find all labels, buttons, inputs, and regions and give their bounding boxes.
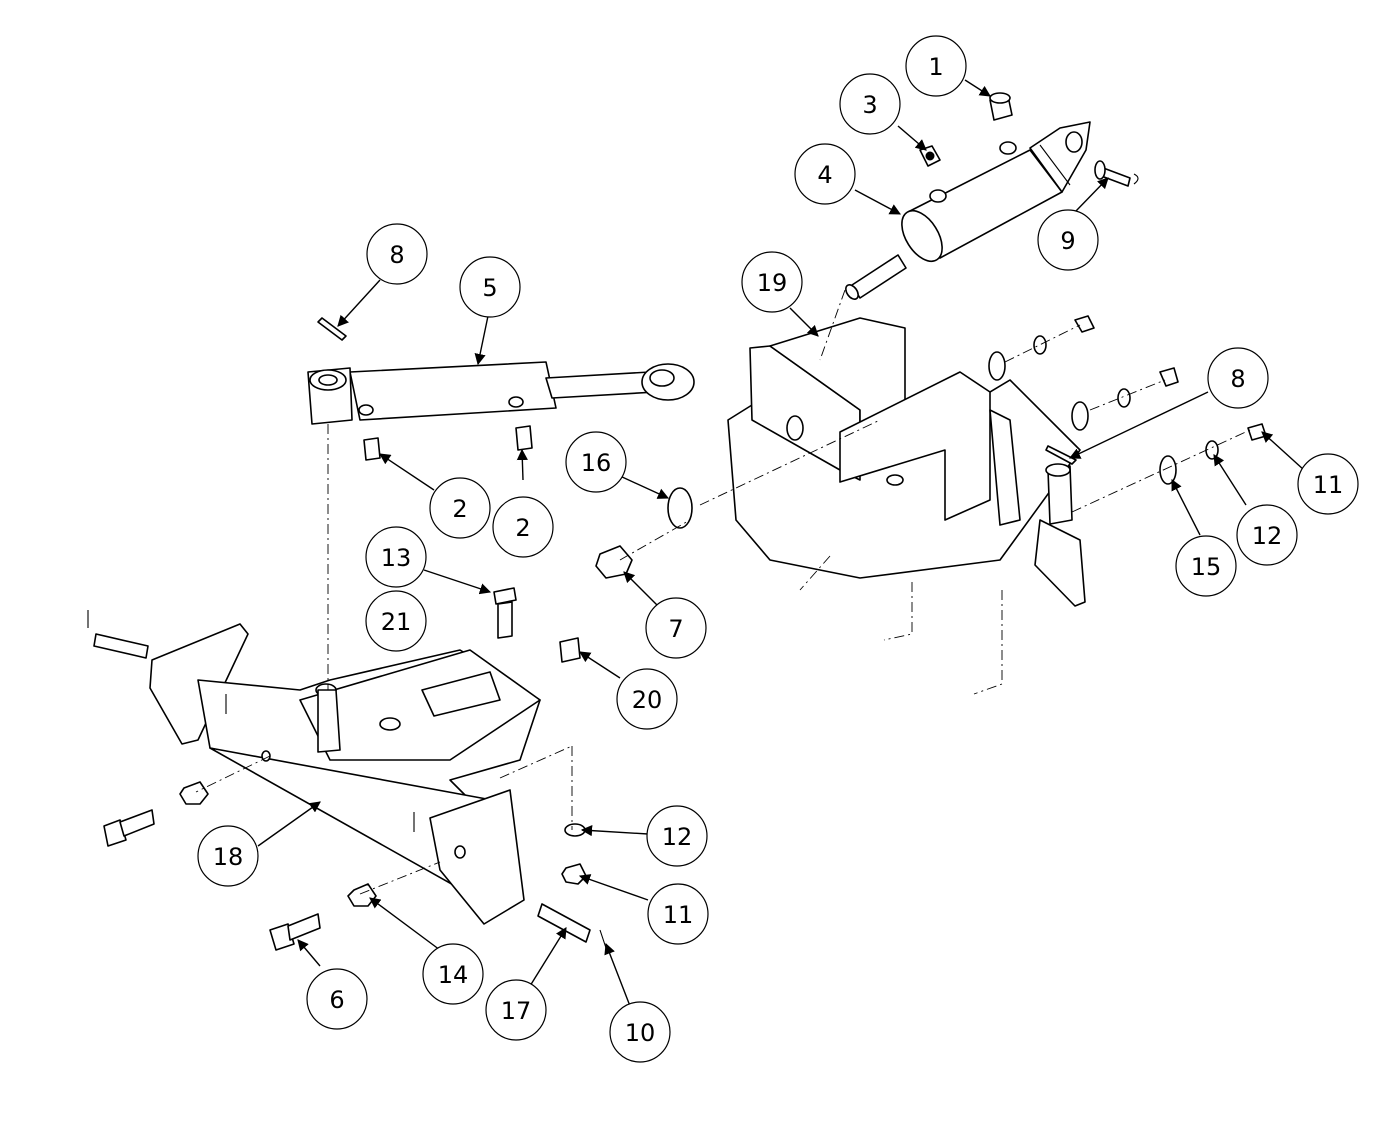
- balloon-circle: [422, 943, 484, 1005]
- balloon-7: 7: [645, 597, 707, 659]
- nuts-lower: [179, 781, 587, 907]
- pin-9: [1094, 160, 1139, 187]
- balloon-label: 2: [515, 514, 530, 542]
- balloon-label: 8: [1230, 365, 1245, 393]
- balloon-4: 4: [794, 143, 856, 205]
- frame-19: [727, 317, 1086, 607]
- spacer-20: [559, 637, 581, 663]
- balloon-circle: [647, 883, 709, 945]
- balloon-9: 9: [1037, 209, 1099, 271]
- balloon-15: 15: [1175, 535, 1237, 597]
- balloon-circle: [306, 968, 368, 1030]
- balloon-18: 18: [197, 825, 259, 887]
- balloon-12: 12: [646, 805, 708, 867]
- balloon-11: 11: [1297, 453, 1359, 515]
- balloon-circle: [645, 597, 707, 659]
- balloon-label: 11: [663, 901, 694, 929]
- balloon-label: 4: [817, 161, 832, 189]
- balloon-12: 12: [1236, 504, 1298, 566]
- balloon-circle: [1236, 504, 1298, 566]
- grease-fitting-3: [919, 145, 941, 167]
- balloon-circle: [429, 477, 491, 539]
- balloon-label: 12: [1252, 522, 1283, 550]
- lower-frame-18: [149, 623, 541, 925]
- balloon-circle: [609, 1001, 671, 1063]
- balloon-label: 19: [757, 269, 788, 297]
- balloon-13: 13: [365, 526, 427, 588]
- bolt-13: [493, 587, 517, 639]
- balloon-label: 2: [452, 495, 467, 523]
- balloon-label: 13: [381, 544, 412, 572]
- balloon-label: 5: [482, 274, 497, 302]
- balloon-circle: [1207, 347, 1269, 409]
- balloon-circle: [1297, 453, 1359, 515]
- balloon-8: 8: [1207, 347, 1269, 409]
- balloon-3: 3: [839, 73, 901, 135]
- balloon-10: 10: [609, 1001, 671, 1063]
- cotter-pin-8-left: [317, 317, 347, 341]
- balloon-label: 1: [928, 53, 943, 81]
- balloon-8: 8: [366, 223, 428, 285]
- hydraulic-cylinder-left: [307, 361, 695, 425]
- balloon-label: 12: [662, 823, 693, 851]
- balloon-label: 8: [389, 241, 404, 269]
- cotter-pin-8-right: [1045, 445, 1077, 465]
- balloon-circle: [492, 496, 554, 558]
- leader-lines: [257, 79, 1305, 1007]
- hydraulic-cylinder-upper: [845, 121, 1091, 300]
- balloon-label: 18: [213, 843, 244, 871]
- balloon-14: 14: [422, 943, 484, 1005]
- balloon-20: 20: [616, 668, 678, 730]
- balloon-circle: [741, 251, 803, 313]
- balloon-label: 17: [501, 997, 532, 1025]
- balloon-label: 15: [1191, 553, 1222, 581]
- balloon-21: 21: [365, 590, 427, 652]
- balloon-circle: [565, 431, 627, 493]
- balloon-19: 19: [741, 251, 803, 313]
- balloon-circle: [485, 979, 547, 1041]
- balloon-2: 2: [492, 496, 554, 558]
- balloon-circle: [365, 590, 427, 652]
- balloon-5: 5: [459, 256, 521, 318]
- balloon-label: 21: [381, 608, 412, 636]
- balloon-circle: [1175, 535, 1237, 597]
- balloon-label: 11: [1313, 471, 1344, 499]
- balloon-16: 16: [565, 431, 627, 493]
- washer-16: [667, 487, 693, 529]
- bolts-6: [103, 809, 321, 951]
- balloon-circle: [616, 668, 678, 730]
- parts-illustration: [87, 92, 1267, 951]
- balloon-label: 3: [862, 91, 877, 119]
- pins-17: [93, 633, 591, 943]
- balloon-circle: [459, 256, 521, 318]
- balloon-label: 20: [632, 686, 663, 714]
- balloon-circle: [365, 526, 427, 588]
- balloon-circle: [646, 805, 708, 867]
- assembly-lines: [195, 289, 1251, 895]
- fitting-1: [989, 92, 1013, 121]
- balloon-label: 10: [625, 1019, 656, 1047]
- balloon-17: 17: [485, 979, 547, 1041]
- balloon-label: 6: [329, 986, 344, 1014]
- nut-7: [595, 545, 633, 579]
- balloon-2: 2: [429, 477, 491, 539]
- balloon-11: 11: [647, 883, 709, 945]
- balloon-circle: [197, 825, 259, 887]
- balloon-circle: [794, 143, 856, 205]
- balloon-circle: [905, 35, 967, 97]
- balloon-label: 16: [581, 449, 612, 477]
- balloon-circle: [1037, 209, 1099, 271]
- balloon-1: 1: [905, 35, 967, 97]
- fittings-2: [363, 425, 533, 461]
- balloon-6: 6: [306, 968, 368, 1030]
- balloon-label: 9: [1060, 227, 1075, 255]
- balloon-circle: [839, 73, 901, 135]
- balloon-label: 7: [668, 615, 683, 643]
- balloon-circle: [366, 223, 428, 285]
- balloon-label: 14: [438, 961, 469, 989]
